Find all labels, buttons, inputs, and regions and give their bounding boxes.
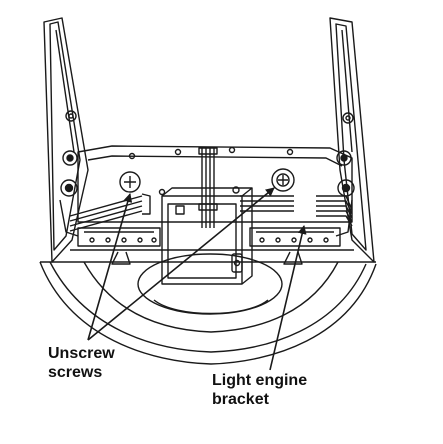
unscrew-leader-left [87, 193, 133, 341]
housing-bowl [39, 249, 377, 365]
light-engine-bracket [161, 187, 253, 285]
right-connector-strip [249, 227, 341, 247]
bracket-callout-line1: Light engine [212, 372, 308, 389]
right-bracket-screw [271, 168, 295, 192]
bracket-callout-line2: bracket [212, 391, 269, 408]
center-cable-bundle [198, 147, 218, 228]
unscrew-screws-callout: Unscrew screws [48, 344, 115, 382]
unscrew-callout-line1: Unscrew [48, 345, 115, 362]
light-engine-bracket-callout: Light engine bracket [212, 371, 307, 409]
mounting-plate [77, 145, 353, 223]
unscrew-callout-line2: screws [48, 364, 103, 381]
bracket-leader [269, 225, 307, 371]
left-wiring-harness [69, 193, 151, 232]
left-housing-arm [43, 17, 89, 263]
left-connector-strip [77, 227, 161, 247]
unscrew-leader-right [87, 187, 275, 341]
left-bracket-screw [119, 171, 141, 193]
